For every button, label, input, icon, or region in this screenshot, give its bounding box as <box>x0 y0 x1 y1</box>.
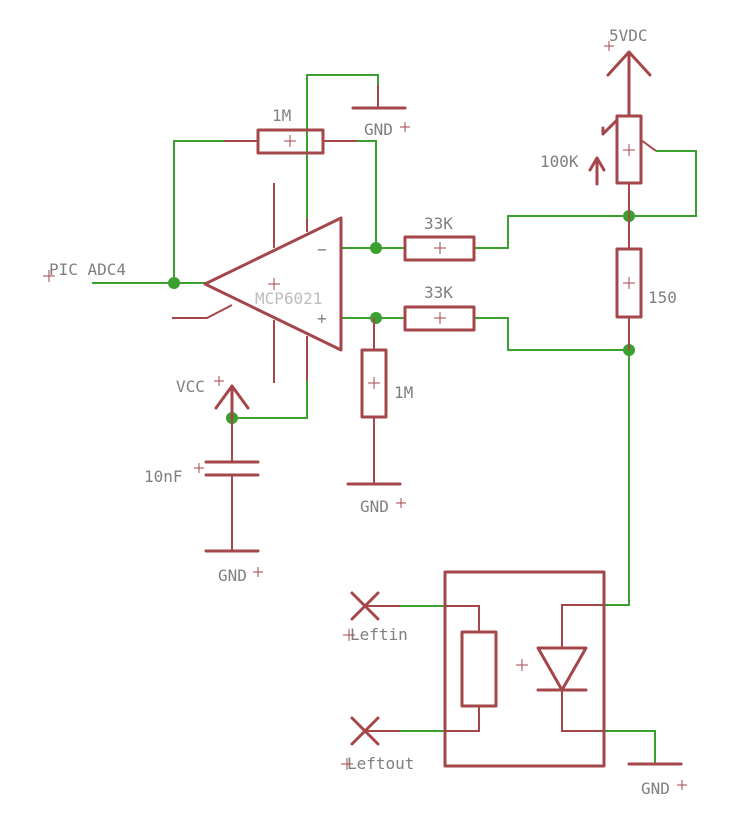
gnd-cap-origin <box>253 567 263 577</box>
leftout-label: Leftout <box>347 754 414 773</box>
resistor-1m-feedback: 1M <box>224 106 357 155</box>
r150-label: 150 <box>648 288 677 307</box>
junctions <box>168 210 635 424</box>
resistor-150: 150 <box>615 216 677 350</box>
r33k-top-body <box>403 235 476 262</box>
relay-coil-body <box>460 630 498 708</box>
opamp-plus-sign: + <box>317 309 327 328</box>
junction-noninverting <box>370 312 382 324</box>
junction-inverting <box>370 242 382 254</box>
resistor-33k-top: 33K <box>403 214 476 262</box>
opamp-part-label: MCP6021 <box>255 289 322 308</box>
gnd-bias-label: GND <box>360 497 389 516</box>
supply-5v-label: 5VDC <box>609 26 648 45</box>
gnd-cap-label: GND <box>218 566 247 585</box>
relay-origin <box>516 659 528 671</box>
r33k-bottom-label: 33K <box>424 283 453 302</box>
supply-5vdc: 5VDC <box>604 26 652 117</box>
pot-origin <box>623 144 635 156</box>
capacitor-10nf: 10nF <box>144 418 260 550</box>
relay-coil-leads <box>445 605 480 732</box>
gnd-top-label: GND <box>364 120 393 139</box>
net-pic-adc4: PIC ADC4 <box>43 260 126 282</box>
opamp-mcp6021: − + MCP6021 <box>172 183 343 383</box>
wire-pot-wiper <box>629 150 697 217</box>
opamp-minus-sign: − <box>317 240 327 259</box>
r33k-top-label: 33K <box>424 214 453 233</box>
opamp-origin-mark <box>268 278 280 290</box>
r33k-bottom-body <box>403 305 476 332</box>
potentiometer-100k: 100K <box>540 114 657 216</box>
opamp-extra-pin <box>172 304 233 319</box>
r150-origin <box>623 277 635 289</box>
gnd-relay-origin <box>677 780 687 790</box>
opamp-triangle <box>203 216 343 352</box>
gnd-symbol-top: GND <box>351 85 410 139</box>
relay-frame <box>443 570 606 768</box>
vcc-origin <box>214 376 224 386</box>
leftin-label: Leftin <box>350 625 408 644</box>
resistor-33k-bottom: 33K <box>403 283 476 332</box>
wire-opamp-gnd <box>306 74 379 218</box>
gnd-top-origin <box>400 122 410 132</box>
gnd-relay-label: GND <box>641 779 670 798</box>
pot-adjust-mark <box>601 118 619 136</box>
vcc-supply: VCC <box>176 376 250 420</box>
pot-wiper-lead <box>640 139 657 152</box>
r33k-bottom-origin <box>434 312 446 324</box>
connector-leftin: Leftin <box>343 591 408 644</box>
gnd-symbol-cap: GND <box>204 549 263 585</box>
wire-33k-bottom-right <box>474 317 629 351</box>
r33k-top-origin <box>434 242 446 254</box>
r1m-bias-label: 1M <box>394 383 413 402</box>
wire-relay-gnd <box>604 730 656 763</box>
r1m-feedback-label: 1M <box>272 106 291 125</box>
connector-leftout: Leftout <box>341 716 414 773</box>
wire-opamp-vcc <box>232 381 308 419</box>
wires <box>92 74 697 763</box>
relay-diode-leads <box>561 604 604 732</box>
r1m-bias-body <box>360 348 388 419</box>
wire-feedback-right <box>357 140 377 248</box>
wire-feedback-left <box>173 140 224 283</box>
wire-33k-top-right <box>474 215 629 249</box>
pic-adc4-origin <box>43 270 55 282</box>
gnd-symbol-relay: GND <box>627 762 687 798</box>
leftin-origin <box>343 629 355 641</box>
junction-adc4 <box>168 277 180 289</box>
r1m-bias-origin <box>368 377 380 389</box>
cap-origin <box>194 463 204 473</box>
pot-label: 100K <box>540 152 579 171</box>
r1m-feedback-body <box>256 128 325 155</box>
wire-to-diode <box>604 350 630 606</box>
supply-5v-arrow <box>606 50 652 117</box>
pot-arrow <box>588 156 606 186</box>
r1m-feedback-origin <box>284 135 296 147</box>
relay-diode-triangle <box>536 646 588 692</box>
supply-5v-origin <box>604 41 614 51</box>
vcc-arrow <box>214 384 250 420</box>
resistor-1m-bias: 1M <box>360 318 413 483</box>
r150-body <box>615 247 643 319</box>
vcc-label: VCC <box>176 377 205 396</box>
pic-adc4-label: PIC ADC4 <box>49 260 126 279</box>
gnd-bias-origin <box>396 498 406 508</box>
gnd-symbol-bias: GND <box>346 482 406 516</box>
cap-label: 10nF <box>144 467 183 486</box>
relay-block <box>443 570 606 768</box>
leftout-origin <box>341 758 353 770</box>
